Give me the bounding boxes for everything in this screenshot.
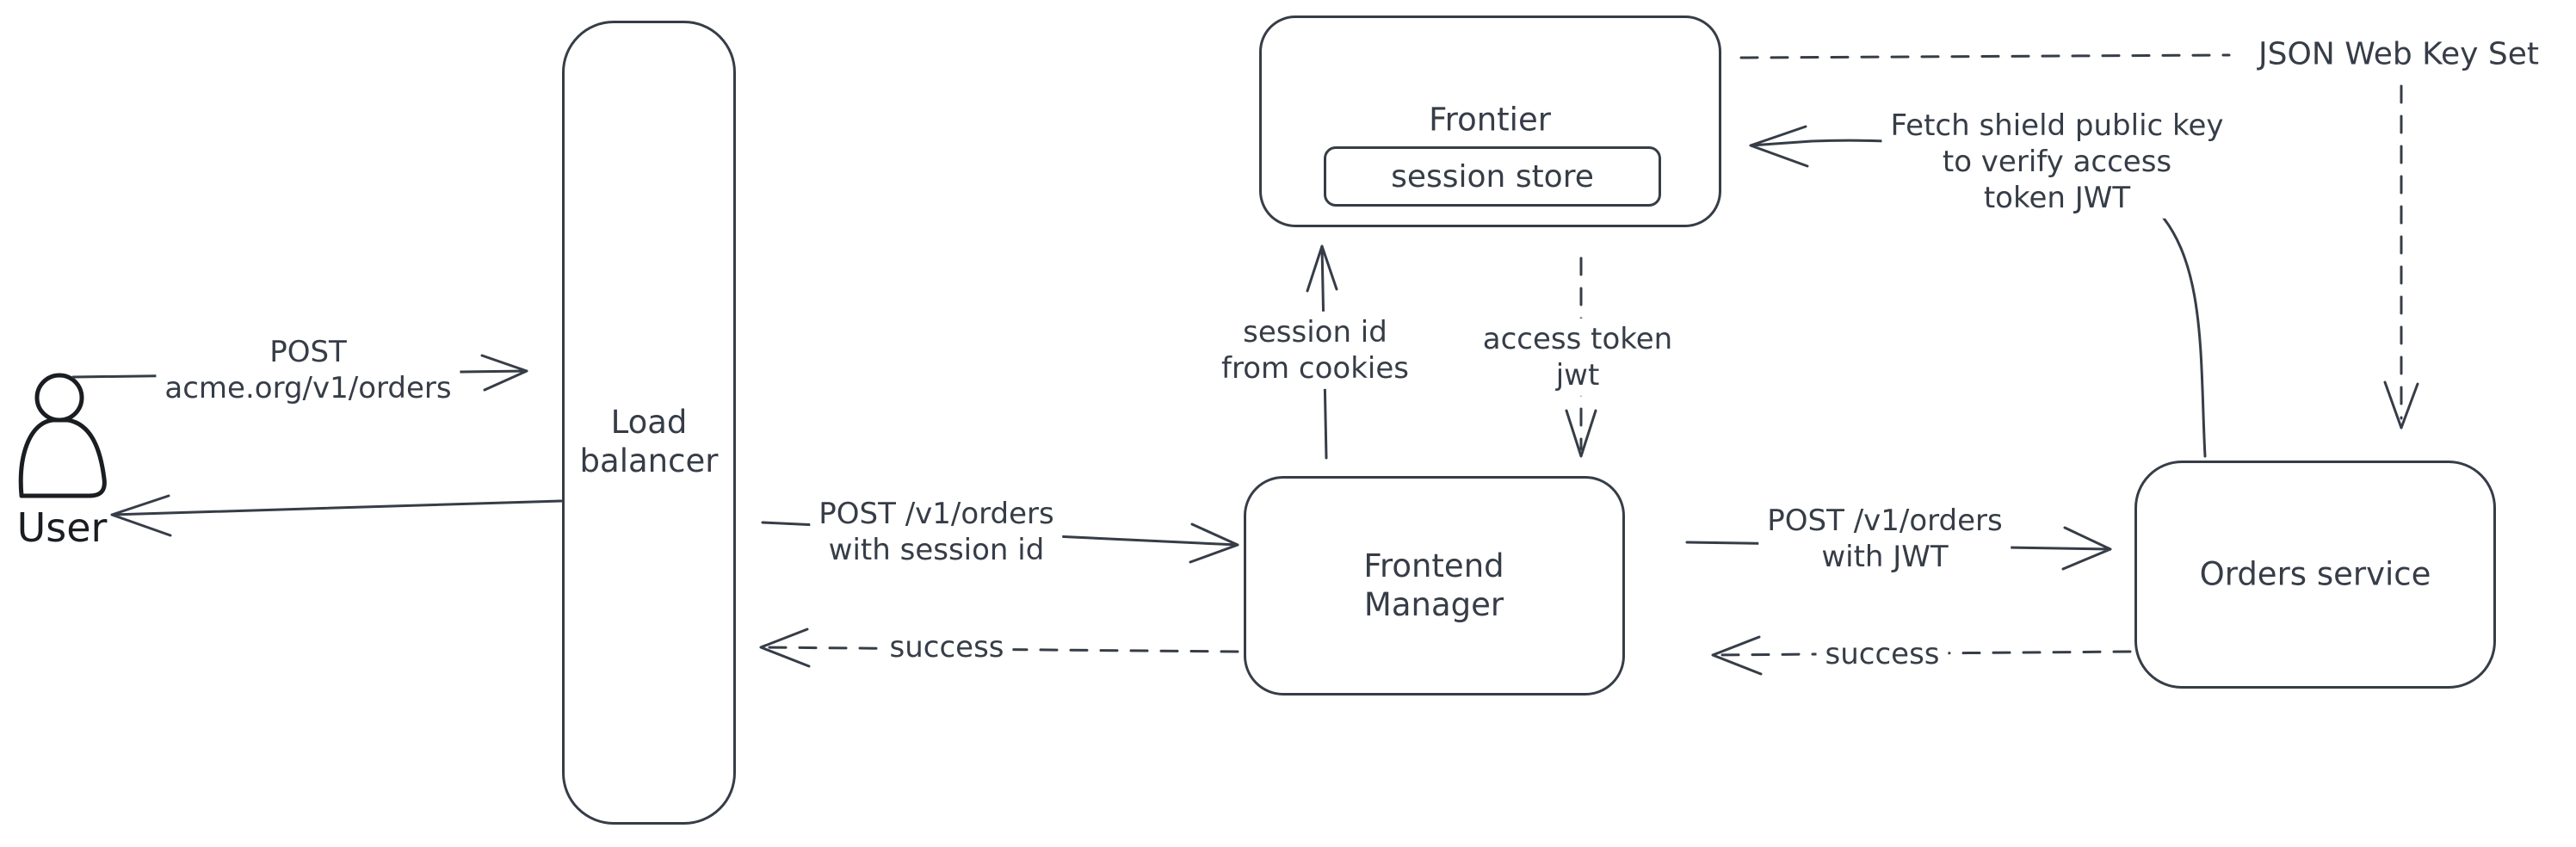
- label-json-web-key-set: JSON Web Key Set: [2250, 33, 2548, 77]
- frontend-manager-node: [1244, 476, 1625, 696]
- frontier-node: [1259, 15, 1721, 227]
- orders-service-node: [2134, 461, 2496, 689]
- label-post-with-jwt: POST /v1/orders with JWT: [1758, 499, 2011, 578]
- session-store-label: session store: [1391, 158, 1594, 195]
- label-session-id-from-cookies: session id from cookies: [1213, 311, 1418, 390]
- label-post-with-session-id: POST /v1/orders with session id: [810, 492, 1063, 572]
- arrow-load-balancer-to-user: [110, 494, 563, 537]
- frontend-manager-label: Frontend Manager: [1363, 547, 1504, 623]
- arrowhead-success-right: [1711, 635, 1763, 676]
- dashed-arrow-orders-service-to-frontend-manager: [1711, 650, 2132, 657]
- user-icon: [18, 373, 107, 498]
- orders-service-label: Orders service: [2199, 555, 2431, 593]
- dashed-line-frontier-to-jwks: [1739, 53, 2231, 59]
- user-label: User: [16, 504, 108, 551]
- label-success-left: success: [880, 626, 1013, 669]
- arrowhead-access-token: [1565, 409, 1597, 458]
- arrowhead-jwks: [2383, 380, 2419, 430]
- label-post-acme-orders: POST acme.org/v1/orders: [156, 331, 460, 410]
- frontier-label: Frontier: [1429, 101, 1551, 139]
- load-balancer-node: [562, 21, 736, 825]
- label-access-token-jwt: access token jwt: [1473, 318, 1682, 397]
- arrowhead-success-left: [759, 628, 811, 668]
- session-store-node: session store: [1324, 146, 1661, 207]
- dashed-arrow-frontend-manager-to-load-balancer: [759, 646, 1239, 653]
- label-success-right: success: [1816, 633, 1949, 676]
- load-balancer-label: Load balancer: [579, 403, 719, 479]
- label-fetch-shield-public-key: Fetch shield public key to verify access…: [1881, 104, 2233, 219]
